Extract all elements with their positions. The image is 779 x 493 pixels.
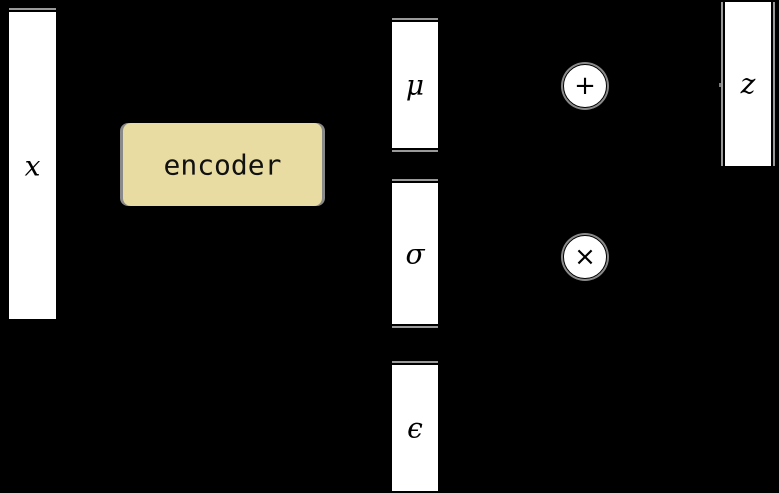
mean-vector-label: μ bbox=[405, 68, 425, 102]
input-vector-label: x bbox=[24, 149, 41, 182]
times-icon: × bbox=[574, 242, 596, 272]
encoder-block: encoder bbox=[123, 123, 322, 206]
multiplication-operator: × bbox=[563, 235, 607, 279]
plus-icon: + bbox=[574, 71, 596, 101]
vector-right-edge bbox=[773, 2, 775, 166]
noise-vector-label: ϵ bbox=[407, 411, 423, 445]
addition-operator: + bbox=[563, 64, 607, 108]
encoder-label: encoder bbox=[163, 148, 282, 181]
vector-bottom-edge bbox=[392, 326, 438, 328]
stddev-vector-label: σ bbox=[405, 237, 425, 270]
mean-vector-mu: μ bbox=[392, 18, 438, 152]
noise-vector-epsilon: ϵ bbox=[392, 361, 438, 491]
vector-top-edge bbox=[392, 361, 438, 363]
input-vector-x: x bbox=[9, 8, 56, 319]
stddev-vector-sigma: σ bbox=[392, 179, 438, 328]
vector-top-edge bbox=[392, 18, 438, 20]
latent-vector-z: z bbox=[721, 2, 775, 166]
latent-vector-label: z bbox=[740, 67, 756, 101]
vector-top-edge bbox=[392, 179, 438, 181]
vector-bottom-edge bbox=[392, 150, 438, 152]
vector-top-edge bbox=[9, 8, 56, 10]
vector-left-edge bbox=[721, 2, 723, 166]
